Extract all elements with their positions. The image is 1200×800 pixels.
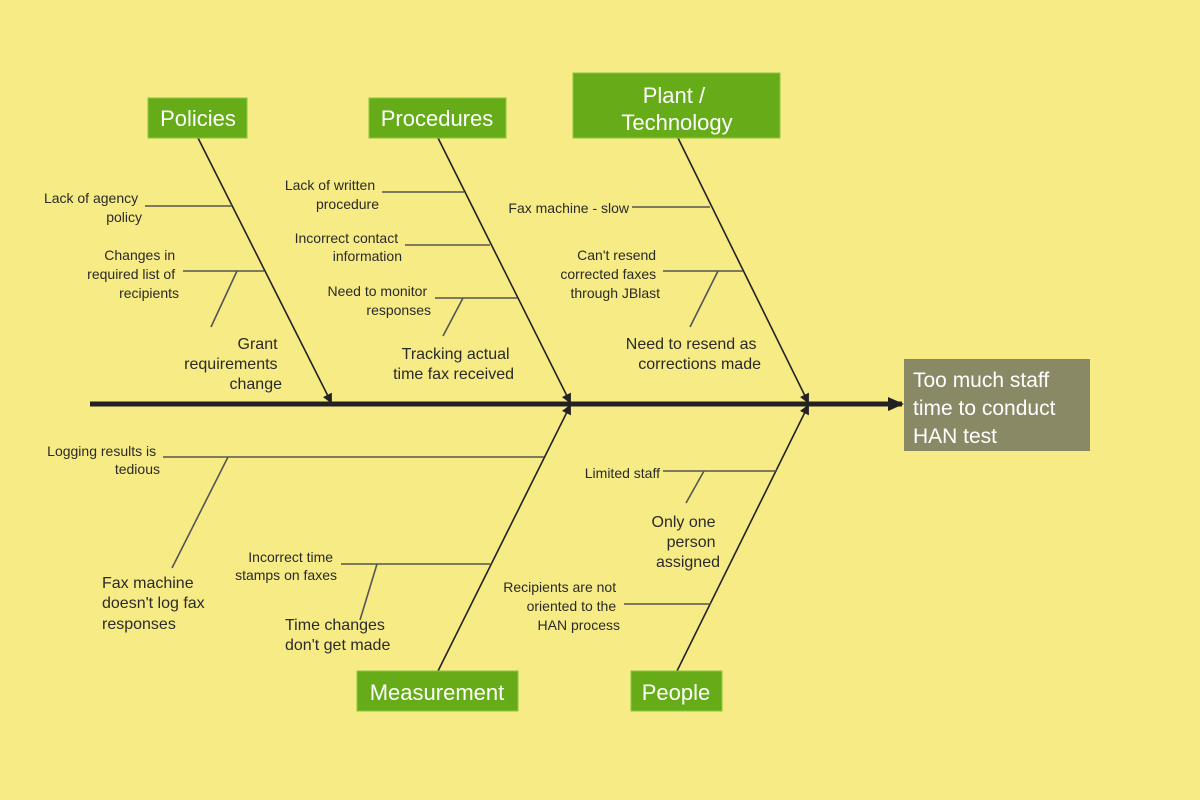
effect-text: Too much staff time to conduct HAN test — [913, 369, 1061, 448]
cause-need-to-monitor-responses[interactable]: Need to monitor responses — [328, 283, 432, 318]
category-policies[interactable]: Policies — [147, 97, 248, 139]
category-plant-technology[interactable]: Plant / Technology — [572, 72, 781, 139]
category-procedures[interactable]: Procedures — [368, 97, 507, 139]
sub-cause-line — [689, 270, 719, 328]
cause-limited-staff[interactable]: Limited staff — [585, 465, 660, 481]
category-label: Procedures — [381, 106, 494, 131]
category-label: People — [642, 680, 711, 705]
bone-policies — [197, 137, 332, 404]
category-label: Measurement — [370, 680, 505, 705]
cause-changes-in-recipients[interactable]: Changes in required list of recipients — [87, 247, 179, 301]
cause-fax-machine-slow[interactable]: Fax machine - slow — [508, 200, 629, 216]
subcause-grant-requirements-change[interactable]: Grant requirements change — [184, 336, 282, 393]
cause-cant-resend-corrected-faxes[interactable]: Can't resend corrected faxes through JBl… — [560, 247, 660, 301]
effect-box[interactable]: Too much staff time to conduct HAN test — [904, 359, 1090, 451]
sub-cause-line — [359, 563, 378, 621]
cause-logging-results-tedious[interactable]: Logging results is tedious — [47, 443, 160, 477]
sub-cause-line — [685, 470, 705, 504]
sub-cause-line — [210, 270, 238, 328]
category-people[interactable]: People — [630, 670, 723, 712]
cause-lack-of-written-procedure[interactable]: Lack of written procedure — [285, 177, 379, 212]
bone-people — [676, 404, 809, 672]
category-measurement[interactable]: Measurement — [356, 670, 519, 712]
cause-incorrect-contact-information[interactable]: Incorrect contact information — [295, 230, 402, 264]
bone-measurement — [437, 404, 571, 672]
cause-lack-of-agency-policy[interactable]: Lack of agency policy — [44, 190, 142, 225]
category-label: Plant / Technology — [621, 83, 732, 135]
subcause-need-to-resend[interactable]: Need to resend as corrections made — [626, 336, 761, 373]
subcause-only-one-person[interactable]: Only one person assigned — [652, 514, 721, 571]
sub-cause-line — [171, 456, 229, 569]
subcause-fax-machine-doesnt-log[interactable]: Fax machine doesn't log fax responses — [102, 575, 209, 633]
subcause-tracking-actual-time[interactable]: Tracking actual time fax received — [393, 346, 514, 383]
sub-cause-line — [442, 297, 464, 337]
subcause-time-changes[interactable]: Time changes don't get made — [285, 617, 390, 654]
bone-plant — [677, 137, 809, 404]
cause-incorrect-time-stamps[interactable]: Incorrect time stamps on faxes — [235, 549, 337, 583]
category-label: Policies — [160, 106, 236, 131]
bone-procedures — [437, 137, 571, 404]
cause-recipients-not-oriented[interactable]: Recipients are not oriented to the HAN p… — [503, 579, 620, 633]
